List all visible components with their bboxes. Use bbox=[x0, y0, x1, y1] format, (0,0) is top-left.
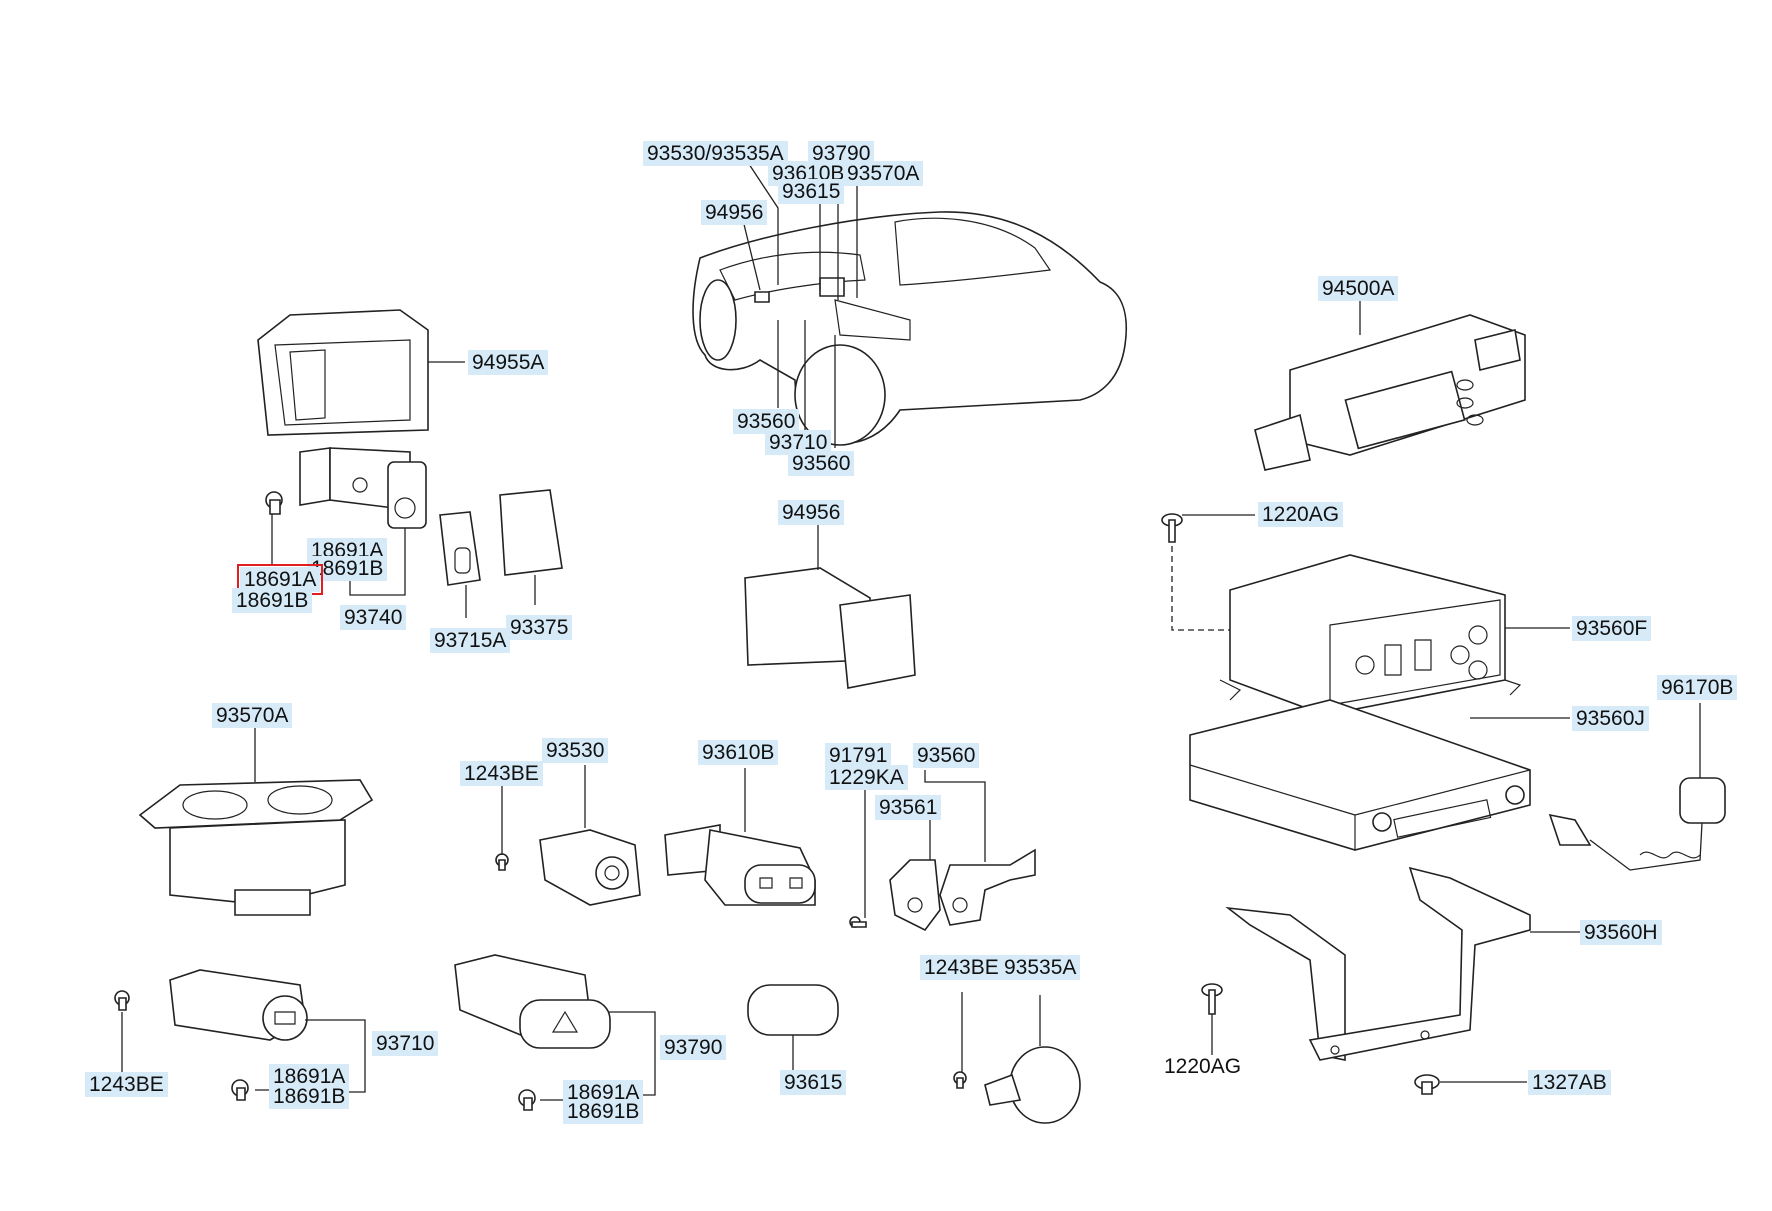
switch-93561 bbox=[890, 850, 1035, 930]
screw-1243be-mid bbox=[496, 854, 508, 870]
screw-18691-lower-mid bbox=[519, 1090, 535, 1110]
callout-1220ag-top[interactable]: 1220AG bbox=[1258, 502, 1344, 527]
bezel-94955a bbox=[258, 310, 428, 435]
sensor-96170b bbox=[1550, 778, 1725, 870]
switch-93710 bbox=[170, 970, 307, 1040]
clock-94500a bbox=[1255, 315, 1525, 470]
mount-dashed-line bbox=[1172, 546, 1236, 630]
cover-93715a bbox=[440, 512, 480, 585]
amplifier-93560f bbox=[1220, 555, 1520, 715]
callout-93561[interactable]: 93561 bbox=[875, 795, 942, 820]
screw-1220ag-top bbox=[1162, 514, 1182, 542]
callout-1220ag-bottom[interactable]: 1220AG bbox=[1164, 1055, 1242, 1078]
screw-1243be-left bbox=[115, 991, 129, 1010]
callout-93790[interactable]: 93790 bbox=[660, 1035, 727, 1060]
callout-1327ab[interactable]: 1327AB bbox=[1528, 1070, 1611, 1095]
callout-93375[interactable]: 93375 bbox=[506, 615, 573, 640]
clip-1327ab bbox=[1415, 1075, 1439, 1094]
callout-93530[interactable]: 93530 bbox=[542, 738, 609, 763]
bulb-93535a bbox=[985, 1047, 1080, 1123]
plug-94956 bbox=[745, 568, 915, 688]
callout-93740[interactable]: 93740 bbox=[340, 605, 407, 630]
screw-91791 bbox=[850, 917, 866, 927]
bracket-93560h bbox=[1228, 868, 1530, 1060]
callout-93570a-top[interactable]: 93570A bbox=[843, 161, 924, 186]
callout-18691a-highlighted[interactable]: 18691A bbox=[236, 564, 324, 595]
switch-93610b bbox=[665, 825, 815, 905]
callout-94500a[interactable]: 94500A bbox=[1318, 276, 1399, 301]
callout-93560-car-a[interactable]: 93560 bbox=[733, 409, 800, 434]
callout-93560h[interactable]: 93560H bbox=[1580, 920, 1662, 945]
callout-1229ka[interactable]: 1229KA bbox=[825, 765, 908, 790]
callout-18691b-lower-mid[interactable]: 18691B bbox=[563, 1099, 644, 1124]
callout-93710[interactable]: 93710 bbox=[372, 1031, 439, 1056]
blank-93375 bbox=[500, 490, 562, 575]
cap-93615 bbox=[748, 985, 838, 1035]
callout-94955a[interactable]: 94955A bbox=[468, 350, 549, 375]
callout-93560f[interactable]: 93560F bbox=[1572, 616, 1652, 641]
callout-93710-car[interactable]: 93710 bbox=[765, 430, 832, 455]
screw-18691-lower-left bbox=[232, 1080, 248, 1100]
leader-lines bbox=[122, 158, 1700, 1100]
switch-93530 bbox=[540, 830, 640, 905]
screw-18691 bbox=[266, 492, 282, 514]
screw-1220ag-bottom bbox=[1202, 984, 1222, 1014]
callout-94956-top[interactable]: 94956 bbox=[701, 200, 768, 225]
callout-93535a[interactable]: 93535A bbox=[1000, 955, 1081, 980]
callout-91791[interactable]: 91791 bbox=[825, 743, 892, 768]
unit-93560j bbox=[1190, 700, 1530, 850]
callout-93560-car-b[interactable]: 93560 bbox=[788, 451, 855, 476]
switch-93790 bbox=[455, 955, 610, 1048]
callout-93615[interactable]: 93615 bbox=[780, 1070, 847, 1095]
callout-18691b-left[interactable]: 18691B bbox=[232, 588, 313, 613]
callout-96170b[interactable]: 96170B bbox=[1657, 675, 1738, 700]
switch-93740 bbox=[300, 448, 426, 528]
callout-93570a[interactable]: 93570A bbox=[212, 703, 293, 728]
callout-93615-top[interactable]: 93615 bbox=[778, 179, 845, 204]
callout-1243be-right[interactable]: 1243BE bbox=[920, 955, 1003, 980]
callout-1243be-mid[interactable]: 1243BE bbox=[460, 761, 543, 786]
screw-1243be-right bbox=[954, 1072, 966, 1088]
callout-1243be-left[interactable]: 1243BE bbox=[85, 1072, 168, 1097]
callout-18691b-upper[interactable]: 18691B bbox=[307, 556, 388, 581]
callout-93715a[interactable]: 93715A bbox=[430, 628, 511, 653]
callout-18691b-lower-left[interactable]: 18691B bbox=[269, 1084, 350, 1109]
callout-93530-93535a[interactable]: 93530/93535A bbox=[643, 141, 788, 166]
switch-93570a bbox=[140, 780, 372, 915]
callout-93560j[interactable]: 93560J bbox=[1572, 706, 1649, 731]
callout-93560-switch[interactable]: 93560 bbox=[913, 743, 980, 768]
callout-94956-plug[interactable]: 94956 bbox=[778, 500, 845, 525]
callout-93610b[interactable]: 93610B bbox=[698, 740, 779, 765]
